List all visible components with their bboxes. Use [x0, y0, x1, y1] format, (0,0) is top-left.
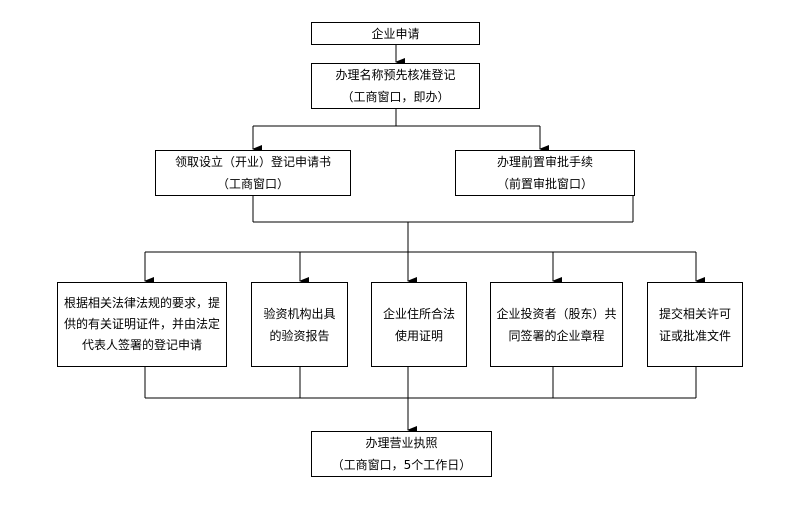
node-capital-verification: 验资机构出具 的验资报告 — [251, 282, 348, 367]
node-business-license: 办理营业执照 （工商窗口，5个工作日） — [311, 431, 492, 477]
node-premises-proof: 企业住所合法 使用证明 — [371, 282, 467, 367]
node-line: 企业申请 — [371, 26, 420, 41]
node-line: 办理名称预先核准登记 — [335, 68, 456, 82]
node-line: 根据相关法律法规的要求，提 — [64, 296, 221, 310]
node-enterprise-apply: 企业申请 — [311, 22, 480, 45]
node-articles-of-association: 企业投资者（股东）共 同签署的企业章程 — [490, 282, 623, 367]
node-pre-approval: 办理前置审批手续 （前置审批窗口） — [455, 150, 635, 196]
node-line: 使用证明 — [394, 328, 443, 343]
node-line: 的验资报告 — [269, 328, 330, 343]
node-register-form: 领取设立（开业）登记申请书 （工商窗口） — [155, 150, 351, 196]
node-permits: 提交相关许可 证或批准文件 — [647, 282, 743, 367]
node-line: 供的有关证明证件，并由法定 — [64, 317, 221, 331]
node-line: 办理营业执照 — [365, 436, 438, 450]
node-line: 证或批准文件 — [658, 328, 731, 343]
node-line: 代表人签署的登记申请 — [81, 338, 202, 352]
node-line: （工商窗口，即办） — [341, 90, 450, 104]
node-line: 提交相关许可 — [658, 306, 731, 321]
node-name-precheck: 办理名称预先核准登记 （工商窗口，即办） — [311, 63, 480, 109]
node-line: 验资机构出具 — [263, 306, 336, 321]
node-line: 企业投资者（股东）共 — [496, 306, 617, 321]
node-line: 领取设立（开业）登记申请书 — [174, 155, 331, 169]
node-line: （工商窗口） — [216, 177, 289, 191]
node-line: （前置审批窗口） — [496, 177, 593, 191]
node-line: 同签署的企业章程 — [508, 328, 605, 343]
node-line: （工商窗口，5个工作日） — [331, 458, 472, 472]
node-line: 企业住所合法 — [382, 306, 455, 321]
node-legal-documents: 根据相关法律法规的要求，提 供的有关证明证件，并由法定 代表人签署的登记申请 — [57, 282, 227, 367]
node-line: 办理前置审批手续 — [496, 155, 593, 169]
